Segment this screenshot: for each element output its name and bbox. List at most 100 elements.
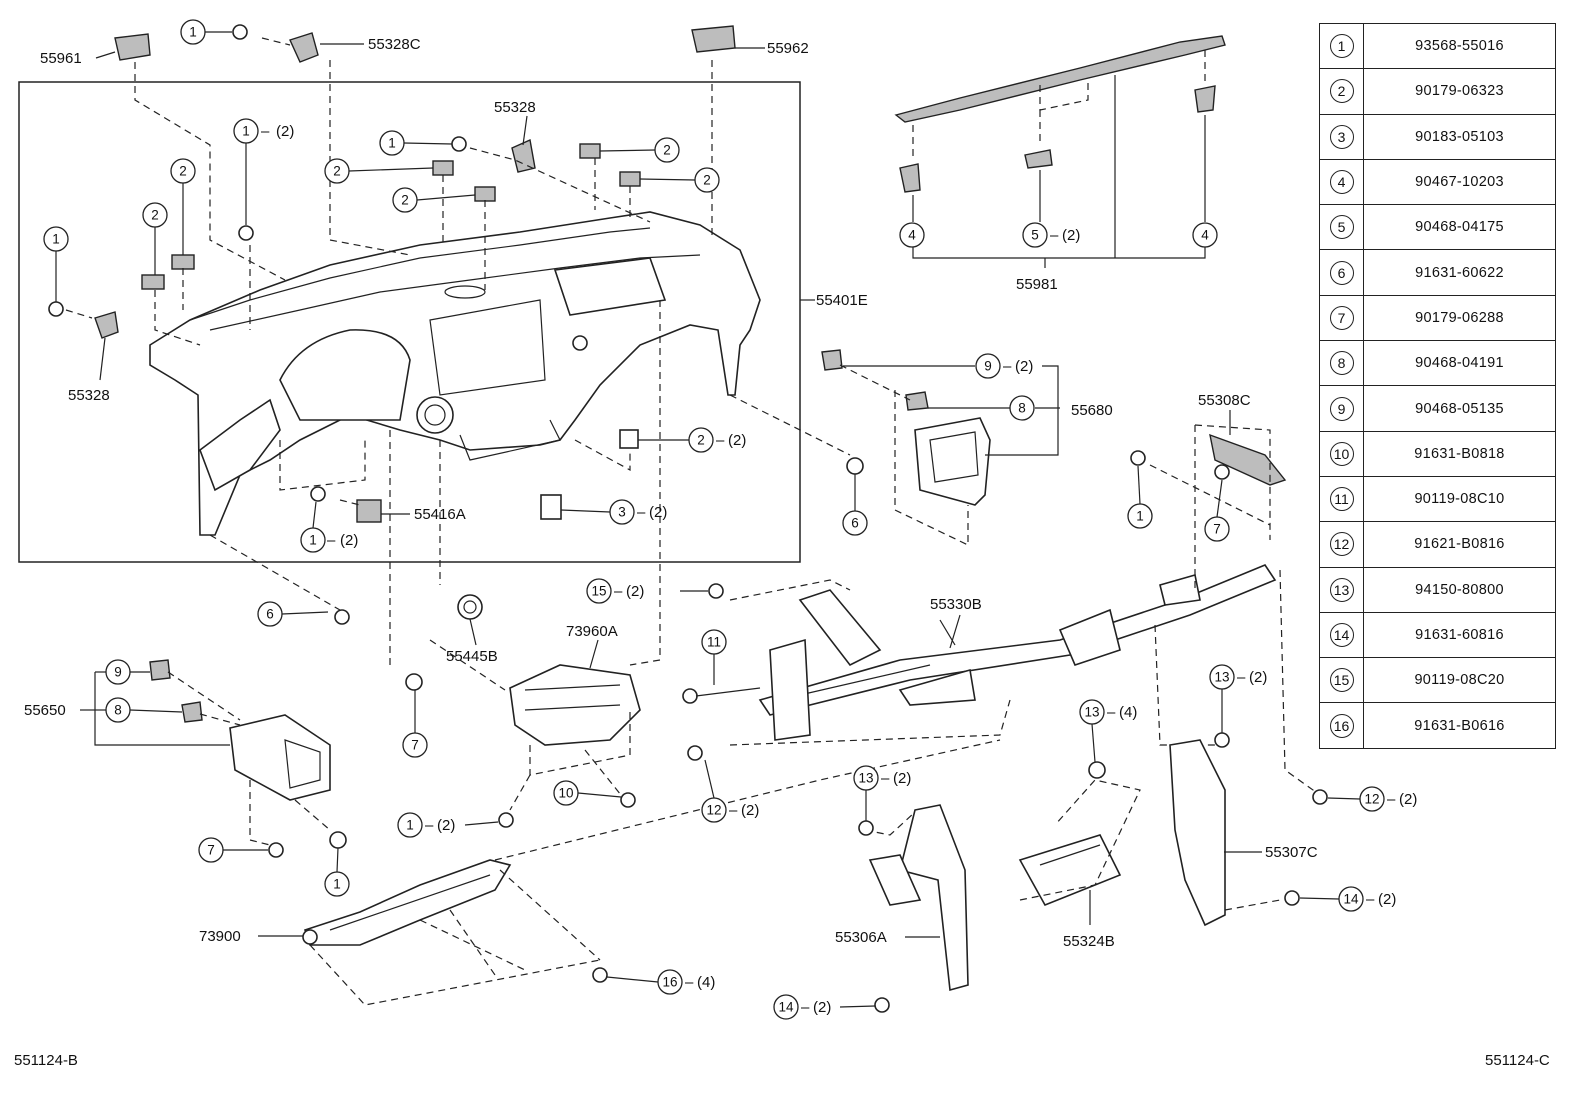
svg-text:13: 13	[858, 771, 873, 786]
svg-text:7: 7	[1213, 522, 1221, 537]
lower-reinforcement	[302, 859, 608, 1006]
quantity-annotations: (2) – –(2) –(2) –(2) –(2) –(2) –(2) –(4)…	[261, 123, 1417, 1016]
parts-table-row: 9 90468-05135	[1319, 385, 1556, 432]
svg-text:2: 2	[697, 433, 705, 448]
svg-text:–: –	[881, 770, 890, 787]
svg-text:–: –	[716, 432, 725, 449]
svg-text:12: 12	[1364, 792, 1379, 807]
svg-text:12: 12	[706, 803, 721, 818]
svg-text:–: –	[1107, 704, 1116, 721]
callout-number: 3	[1329, 124, 1354, 149]
label-55962: 55962	[767, 40, 809, 57]
part-number: 90183-05103	[1363, 113, 1556, 160]
part-number: 90119-08C10	[1363, 475, 1556, 523]
svg-text:16: 16	[662, 975, 677, 990]
svg-text:2: 2	[151, 208, 159, 223]
svg-text:9: 9	[984, 359, 992, 374]
callout-number: 7	[1329, 305, 1354, 330]
right-vent-assembly	[821, 349, 1060, 546]
svg-text:2: 2	[663, 143, 671, 158]
part-number: 90179-06323	[1363, 68, 1556, 115]
parts-table-row: 12 91621-B0816	[1319, 521, 1556, 568]
part-number: 91631-B0818	[1363, 430, 1556, 477]
label-55330b: 55330B	[930, 596, 982, 613]
parts-table-row: 4 90467-10203	[1319, 158, 1556, 206]
frame-clips	[48, 136, 641, 523]
footer-code-right: 551124-C	[1485, 1052, 1550, 1069]
dashboard-group-frame	[18, 81, 801, 563]
svg-text:6: 6	[266, 607, 274, 622]
svg-text:–: –	[637, 504, 646, 521]
label-55445b: 55445B	[446, 648, 498, 665]
svg-text:(2): (2)	[1378, 891, 1396, 908]
svg-text:3: 3	[618, 505, 626, 520]
label-55416a: 55416A	[414, 506, 466, 523]
svg-text:–: –	[614, 583, 623, 600]
label-73900: 73900	[199, 928, 241, 945]
label-55680: 55680	[1071, 402, 1113, 419]
svg-text:4: 4	[908, 228, 916, 243]
part-number: 94150-80800	[1363, 566, 1556, 613]
svg-text:2: 2	[179, 164, 187, 179]
svg-text:9: 9	[114, 665, 122, 680]
reinforcement-beam	[494, 424, 1321, 861]
footer-code-left: 551124-B	[14, 1052, 78, 1069]
callout-number: 1	[1329, 34, 1354, 59]
callout-number: 16	[1329, 713, 1354, 738]
callout-number: 8	[1329, 351, 1354, 376]
svg-text:1: 1	[333, 877, 341, 892]
svg-text:1: 1	[309, 533, 317, 548]
left-vent-assembly	[94, 659, 347, 858]
callout-number: 15	[1329, 668, 1354, 693]
part-number: 90468-05135	[1363, 385, 1556, 432]
callout-number: 14	[1329, 623, 1354, 647]
svg-text:7: 7	[411, 738, 419, 753]
svg-text:(2): (2)	[1015, 358, 1033, 375]
svg-text:(4): (4)	[697, 974, 715, 991]
label-55650: 55650	[24, 702, 66, 719]
svg-text:2: 2	[703, 173, 711, 188]
svg-text:–: –	[1237, 669, 1246, 686]
svg-text:13: 13	[1214, 670, 1229, 685]
callout-number: 4	[1329, 170, 1354, 195]
callout-number: 12	[1329, 532, 1354, 557]
label-55308c: 55308C	[1198, 392, 1251, 409]
svg-text:–: –	[801, 999, 810, 1016]
svg-text:(2): (2)	[276, 123, 294, 140]
callout-number: 9	[1329, 396, 1354, 421]
svg-text:7: 7	[207, 843, 215, 858]
svg-text:11: 11	[707, 635, 721, 650]
svg-text:1: 1	[52, 232, 60, 247]
label-55307c: 55307C	[1265, 844, 1318, 861]
svg-text:(2): (2)	[437, 817, 455, 834]
svg-text:4: 4	[1201, 228, 1209, 243]
parts-table-row: 1 93568-55016	[1319, 22, 1556, 70]
svg-text:1: 1	[1136, 509, 1144, 524]
svg-text:–: –	[425, 817, 434, 834]
part-number-labels: 55961 55328C 55962 55328 55328 55401E 55…	[24, 36, 1318, 950]
part-number: 91621-B0816	[1363, 521, 1556, 568]
svg-text:(2): (2)	[1062, 227, 1080, 244]
label-55306a: 55306A	[835, 929, 887, 946]
part-number: 93568-55016	[1363, 22, 1556, 70]
label-55981: 55981	[1016, 276, 1058, 293]
svg-text:1: 1	[189, 25, 197, 40]
svg-text:–: –	[261, 123, 270, 140]
svg-text:(2): (2)	[1249, 669, 1267, 686]
top-parts	[114, 24, 736, 63]
svg-text:(2): (2)	[340, 532, 358, 549]
svg-text:1: 1	[242, 124, 250, 139]
svg-text:5: 5	[1031, 228, 1039, 243]
svg-text:(2): (2)	[626, 583, 644, 600]
callout-number: 6	[1329, 260, 1354, 285]
label-55401e: 55401E	[816, 292, 868, 309]
part-number: 90467-10203	[1363, 158, 1556, 206]
